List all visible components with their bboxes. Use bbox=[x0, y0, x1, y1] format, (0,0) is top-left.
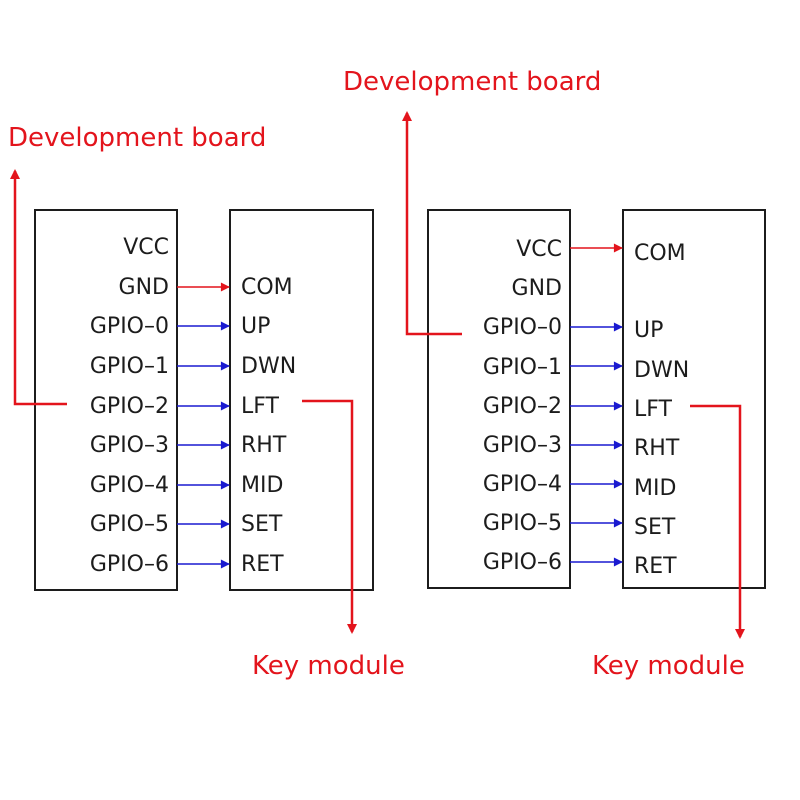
left-diagram: VCC GND GPIO–0 GPIO–1 GPIO–2 GPIO–3 GPIO… bbox=[8, 123, 405, 681]
left-dev-pin-gpio4: GPIO–4 bbox=[90, 473, 169, 498]
right-dev-pin-gpio3: GPIO–3 bbox=[483, 433, 562, 458]
right-dev-pin-gpio0: GPIO–0 bbox=[483, 315, 562, 340]
left-key-pin-dwn: DWN bbox=[241, 354, 296, 379]
right-diagram: VCC GND GPIO–0 GPIO–1 GPIO–2 GPIO–3 GPIO… bbox=[343, 67, 766, 681]
right-dev-board-callout-arrow bbox=[402, 111, 462, 336]
right-dev-board-box bbox=[427, 209, 571, 589]
right-key-pin-set: SET bbox=[634, 515, 676, 540]
right-key-pin-up: UP bbox=[634, 318, 663, 343]
right-dev-pin-gpio1: GPIO–1 bbox=[483, 355, 562, 380]
left-key-pin-com: COM bbox=[241, 275, 293, 300]
right-dev-pin-gpio6: GPIO–6 bbox=[483, 550, 562, 575]
left-dev-pin-gpio3: GPIO–3 bbox=[90, 433, 169, 458]
left-key-module-label: Key module bbox=[252, 651, 405, 681]
right-key-pin-lft: LFT bbox=[634, 397, 673, 422]
right-key-pin-rht: RHT bbox=[634, 436, 680, 461]
right-dev-pin-gpio5: GPIO–5 bbox=[483, 511, 562, 536]
left-dev-pin-gpio2: GPIO–2 bbox=[90, 394, 169, 419]
left-key-pin-mid: MID bbox=[241, 473, 283, 498]
right-dev-pin-gnd: GND bbox=[512, 276, 562, 301]
right-key-module-callout-arrow bbox=[690, 404, 745, 639]
left-dev-pin-gpio5: GPIO–5 bbox=[90, 512, 169, 537]
left-dev-pin-gpio0: GPIO–0 bbox=[90, 314, 169, 339]
left-dev-pin-gpio6: GPIO–6 bbox=[90, 552, 169, 577]
right-key-pin-ret: RET bbox=[634, 554, 677, 579]
left-dev-board-label: Development board bbox=[8, 123, 266, 153]
left-key-pin-rht: RHT bbox=[241, 433, 287, 458]
right-key-pin-mid: MID bbox=[634, 476, 676, 501]
left-dev-board-callout-arrow bbox=[10, 169, 67, 406]
left-key-pin-lft: LFT bbox=[241, 394, 280, 419]
left-key-pin-set: SET bbox=[241, 512, 283, 537]
left-key-module-box bbox=[229, 209, 374, 591]
left-dev-pin-vcc: VCC bbox=[123, 235, 169, 260]
right-key-pin-com: COM bbox=[634, 241, 686, 266]
left-key-pin-ret: RET bbox=[241, 552, 284, 577]
left-key-module-callout-arrow bbox=[302, 399, 357, 634]
left-dev-board-box bbox=[34, 209, 178, 591]
right-dev-board-label: Development board bbox=[343, 67, 601, 97]
right-dev-pin-gpio2: GPIO–2 bbox=[483, 394, 562, 419]
right-key-module-box bbox=[622, 209, 766, 589]
right-dev-pin-gpio4: GPIO–4 bbox=[483, 472, 562, 497]
left-dev-pin-gpio1: GPIO–1 bbox=[90, 354, 169, 379]
right-dev-pin-vcc: VCC bbox=[516, 237, 562, 262]
right-key-module-label: Key module bbox=[592, 651, 745, 681]
left-dev-pin-gnd: GND bbox=[119, 275, 169, 300]
left-key-pin-up: UP bbox=[241, 314, 270, 339]
right-key-pin-dwn: DWN bbox=[634, 358, 689, 383]
